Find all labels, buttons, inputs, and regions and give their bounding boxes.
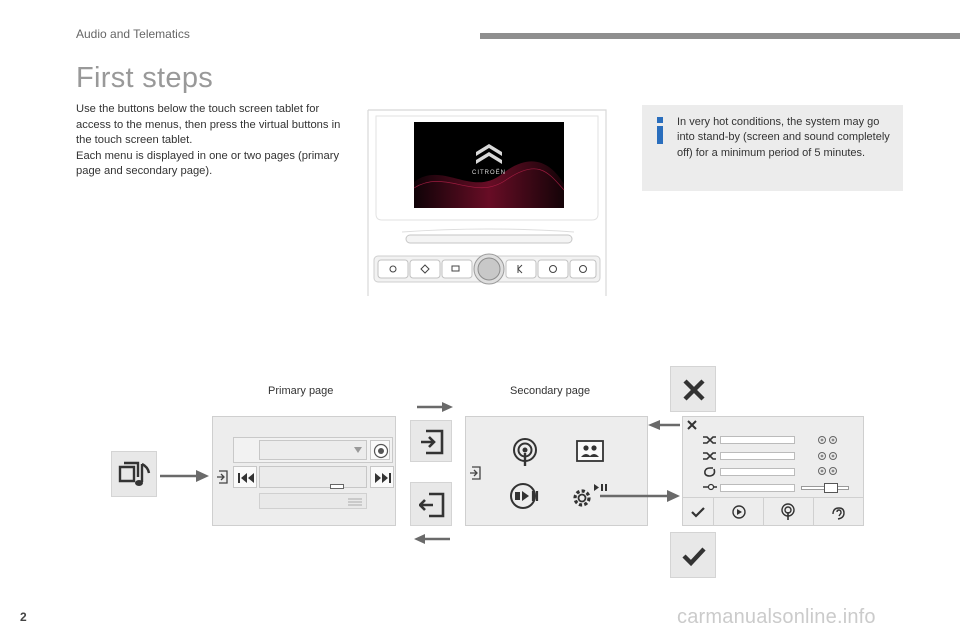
radio-small-icon[interactable] [780, 503, 796, 521]
dashboard-illustration: CITROËN [367, 109, 607, 296]
intro-paragraph-1: Use the buttons below the touch screen t… [76, 103, 341, 147]
radio-icon [373, 443, 389, 459]
secondary-page-panel [465, 416, 648, 526]
media-small-icon[interactable] [731, 504, 747, 520]
progress-bar [330, 484, 344, 489]
intro-paragraph-2: Each menu is displayed in one or two pag… [76, 149, 340, 178]
option-toggle-icons[interactable] [817, 434, 839, 492]
media-playback-icon[interactable] [508, 481, 544, 511]
primary-prev-button[interactable] [233, 466, 257, 488]
arrow-to-secondary-close-icon [648, 420, 680, 430]
options-footer [683, 497, 863, 526]
voice-control-icon[interactable] [829, 504, 847, 520]
arrow-to-primary-icon [160, 470, 209, 482]
balance-slider[interactable] [801, 483, 849, 493]
citroen-logo-icon [476, 144, 502, 164]
checkmark-icon [682, 547, 706, 567]
arrow-to-options-icon [600, 490, 680, 502]
next-track-icon [375, 473, 391, 483]
confirm-button[interactable] [670, 532, 716, 578]
balance-icon [703, 483, 717, 491]
shuffle-icon [703, 436, 716, 444]
watermark: carmanualsonline.info [677, 606, 876, 628]
arrow-to-secondary-icon [417, 402, 453, 412]
return-primary-button[interactable] [410, 482, 452, 526]
arrow-back-icon [414, 534, 450, 544]
option-row-3[interactable] [720, 468, 795, 476]
dropdown-arrow-icon [354, 447, 362, 453]
enter-page-icon [421, 429, 444, 455]
section-title: Audio and Telematics [76, 27, 190, 41]
intro-text: Use the buttons below the touch screen t… [76, 102, 342, 180]
caption-primary-page: Primary page [268, 385, 334, 397]
primary-page-panel [212, 416, 396, 526]
primary-radio-button[interactable] [370, 440, 390, 460]
media-menu-button[interactable] [111, 451, 157, 497]
info-text: In very hot conditions, the system may g… [677, 116, 890, 159]
screen-brand: CITROËN [472, 169, 506, 176]
option-row-2[interactable] [720, 452, 795, 460]
info-icon [654, 117, 666, 144]
settings-playback-icon[interactable] [570, 481, 608, 511]
primary-source-selector[interactable] [259, 440, 367, 460]
options-page-panel [682, 416, 864, 526]
close-icon [683, 379, 705, 401]
page-title: First steps [76, 62, 214, 94]
text-lines-icon [348, 498, 362, 506]
primary-next-button[interactable] [370, 466, 394, 488]
info-box: In very hot conditions, the system may g… [642, 105, 903, 191]
caption-secondary-page: Secondary page [510, 385, 591, 397]
open-secondary-button[interactable] [410, 420, 452, 462]
option-row-1[interactable] [720, 436, 795, 444]
media-icon [118, 461, 151, 486]
close-small-icon[interactable] [687, 420, 697, 430]
previous-track-icon [238, 473, 254, 483]
close-button[interactable] [670, 366, 716, 412]
enter-secondary-icon[interactable] [217, 469, 229, 485]
header-bar [480, 33, 960, 39]
exit-page-icon [419, 492, 445, 518]
contacts-icon[interactable] [576, 440, 604, 462]
check-small-icon[interactable] [691, 506, 705, 518]
shuffle-album-icon [703, 452, 716, 460]
option-row-4[interactable] [720, 484, 795, 492]
page-number: 2 [20, 610, 27, 624]
radio-broadcast-icon[interactable] [510, 437, 540, 467]
primary-info-field [259, 493, 367, 509]
balance-slider-handle[interactable] [824, 483, 838, 493]
repeat-icon [704, 467, 716, 477]
exit-secondary-icon[interactable] [470, 465, 482, 481]
primary-track-display [259, 466, 367, 489]
